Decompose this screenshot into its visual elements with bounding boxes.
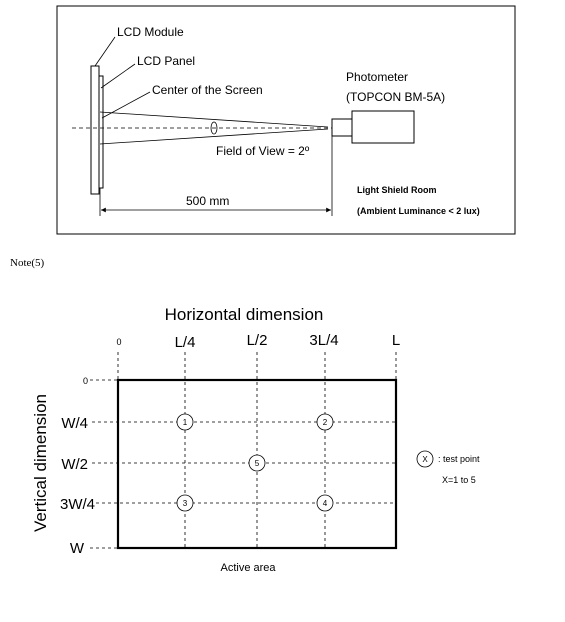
test-point-legend: X : test point X=1 to 5: [416, 450, 480, 485]
lcd-panel-leader: [100, 63, 136, 89]
fov-line-top: [99, 111, 329, 128]
test-point-diagram: Horizontal dimension Vertical dimension …: [31, 305, 480, 574]
note-label: Note(5): [10, 257, 45, 269]
center-screen-label: Center of the Screen: [152, 83, 263, 97]
h-label-0: 0: [116, 337, 121, 347]
svg-text:4: 4: [323, 499, 328, 508]
v-label-w4: W/4: [61, 415, 88, 432]
svg-text:2: 2: [323, 418, 328, 427]
test-point-4: 4: [316, 494, 334, 512]
v-label-w2: W/2: [61, 456, 88, 473]
legend-range: X=1 to 5: [442, 475, 476, 485]
test-point-1: 1: [176, 413, 194, 431]
photometer-body: [351, 110, 415, 144]
test-point-2: 2: [316, 413, 334, 431]
photometer-lens: [331, 118, 353, 137]
legend-symbol-text: X: [422, 455, 428, 464]
h-label-l4: L/4: [175, 334, 196, 351]
test-point-3: 3: [176, 494, 194, 512]
svg-text:5: 5: [255, 459, 260, 468]
svg-text:3: 3: [183, 499, 188, 508]
lcd-module-label: LCD Module: [117, 25, 184, 39]
h-label-l: L: [392, 332, 400, 349]
active-area-label: Active area: [220, 562, 276, 574]
v-label-0: 0: [83, 376, 88, 386]
fov-angle-mark: [210, 121, 218, 135]
h-label-3l4: 3L/4: [309, 332, 338, 349]
svg-text:1: 1: [183, 418, 188, 427]
measurement-setup-diagram: LCD Module LCD Panel Center of the Scree…: [56, 5, 516, 235]
setup-frame: [56, 5, 516, 235]
legend-symbol: [416, 450, 434, 468]
v-label-w: W: [70, 540, 85, 557]
active-area-box: [116, 378, 398, 550]
distance-label: 500 mm: [186, 194, 229, 208]
ambient-luminance-label: (Ambient Luminance < 2 lux): [357, 206, 480, 216]
h-label-l2: L/2: [247, 332, 268, 349]
v-label-3w4: 3W/4: [60, 496, 95, 513]
field-of-view-label: Field of View = 2º: [216, 144, 310, 158]
lcd-module-leader: [94, 36, 116, 67]
light-shield-room-label: Light Shield Room: [357, 185, 437, 195]
photometer-model-label: (TOPCON BM-5A): [346, 90, 445, 104]
horizontal-dimension-title: Horizontal dimension: [165, 305, 324, 324]
center-screen-leader: [101, 91, 151, 119]
vertical-dimension-title: Vertical dimension: [31, 394, 50, 532]
legend-text: : test point: [438, 454, 480, 464]
fov-line-bottom: [99, 128, 329, 145]
lcd-panel-shape: [98, 75, 104, 189]
photometer-label: Photometer: [346, 70, 408, 84]
lcd-panel-label: LCD Panel: [137, 54, 195, 68]
lcd-module-shape: [90, 65, 100, 195]
test-point-5: 5: [248, 454, 266, 472]
